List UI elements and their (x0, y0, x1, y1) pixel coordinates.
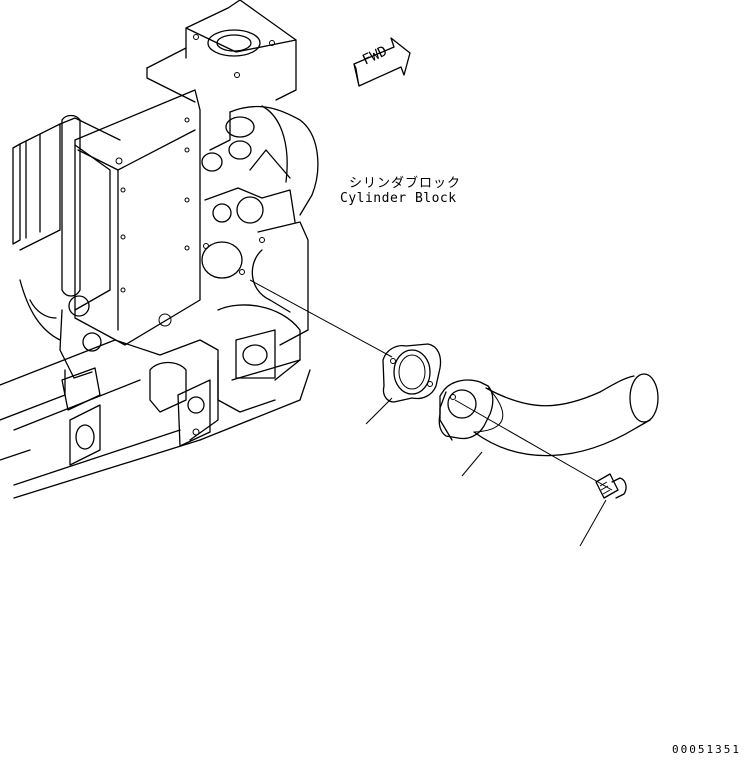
water-pipe (438, 373, 659, 457)
leader-bolt-axis (454, 399, 613, 491)
cylinder-block (0, 0, 319, 499)
drawing-number: 00051351 (672, 743, 741, 756)
gasket (382, 343, 442, 403)
part-label-japanese: シリンダブロック (349, 176, 462, 191)
leader-pipe (461, 451, 483, 477)
part-label-english: Cylinder Block (340, 191, 457, 206)
leader-bolt (579, 499, 607, 547)
bolt (595, 473, 627, 499)
leader-gasket-to-block (249, 279, 393, 358)
fwd-arrow (353, 37, 411, 87)
leader-gasket (365, 397, 393, 425)
